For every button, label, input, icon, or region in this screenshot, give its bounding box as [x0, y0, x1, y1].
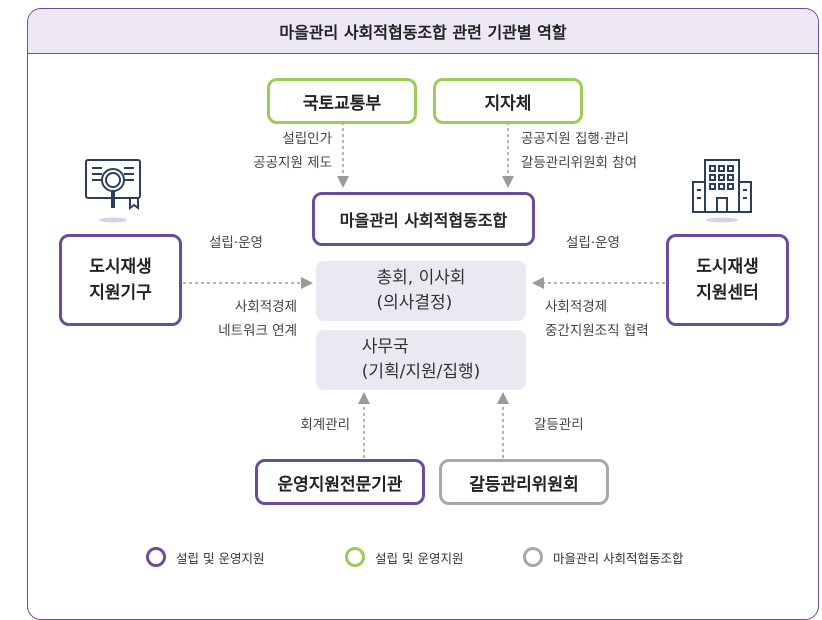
conflict-committee-role-label: 갈등관리: [534, 417, 584, 433]
center-role-bottom-label: 사회적경제 중간지원조직 협력: [545, 299, 649, 339]
legend-circle-green: [345, 547, 365, 567]
secretariat-box: 사무국 (기획/지원/집행): [316, 330, 526, 390]
agency-role-bottom-label: 사회적경제 네트워크 연계: [218, 299, 297, 339]
legend-item-purple: 설립 및 운영지원: [146, 547, 264, 567]
agency-role-top-label: 설립·운영: [209, 235, 263, 251]
legend-label-gray: 마을관리 사회적협동조합: [553, 550, 684, 566]
conflict-committee-box: 갈등관리위원회: [439, 459, 609, 505]
local-government-box: 지자체: [433, 78, 583, 124]
center-role-top-label: 설립·운영: [566, 235, 620, 251]
diagram-title: 마을관리 사회적협동조합 관련 기관별 역할: [28, 9, 818, 54]
legend-item-green: 설립 및 운영지원: [345, 547, 463, 567]
legend-label-green: 설립 및 운영지원: [375, 550, 464, 566]
legend-circle-gray: [523, 547, 543, 567]
legend-label-purple: 설립 및 운영지원: [176, 550, 265, 566]
molit-role-label: 설립인가 공공지원 제도: [253, 131, 332, 171]
support-org-role-label: 회계관리: [300, 417, 350, 433]
urban-regeneration-agency-box: 도시재생 지원기구: [59, 234, 182, 326]
coop-title-box: 마을관리 사회적협동조합: [312, 192, 535, 246]
legend-item-gray: 마을관리 사회적협동조합: [523, 547, 683, 567]
local-government-role-label: 공공지원 집행·관리 갈등관리위원회 참여: [521, 131, 638, 171]
building-icon: [692, 159, 752, 223]
magnifier-document-icon: [85, 159, 141, 223]
legend-circle-purple: [146, 547, 166, 567]
operation-support-org-box: 운영지원전문기관: [255, 459, 425, 505]
general-assembly-box: 총회, 이사회 (의사결정): [316, 261, 526, 321]
urban-regeneration-center-box: 도시재생 지원센터: [666, 234, 789, 326]
connector-layer: [85, 122, 752, 458]
molit-box: 국토교통부: [267, 78, 417, 124]
